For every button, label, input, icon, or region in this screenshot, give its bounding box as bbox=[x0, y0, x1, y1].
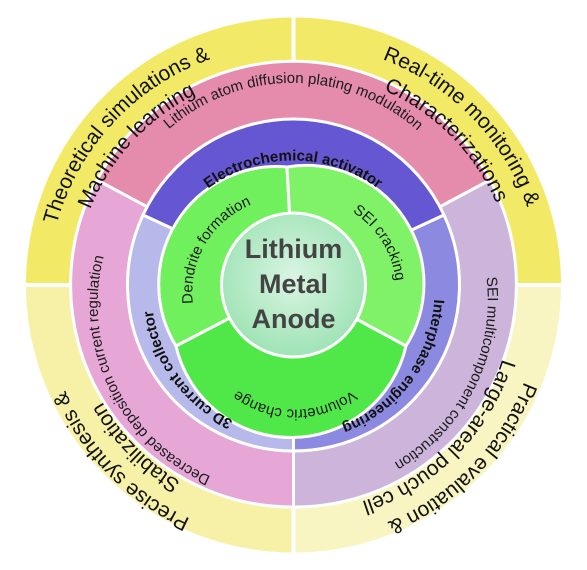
center-title: Lithium Metal Anode bbox=[245, 234, 342, 334]
center-line-3: Anode bbox=[252, 304, 336, 334]
center-line-2: Metal bbox=[259, 269, 328, 299]
center-circle bbox=[220, 211, 367, 359]
center-line-1: Lithium bbox=[245, 234, 342, 264]
